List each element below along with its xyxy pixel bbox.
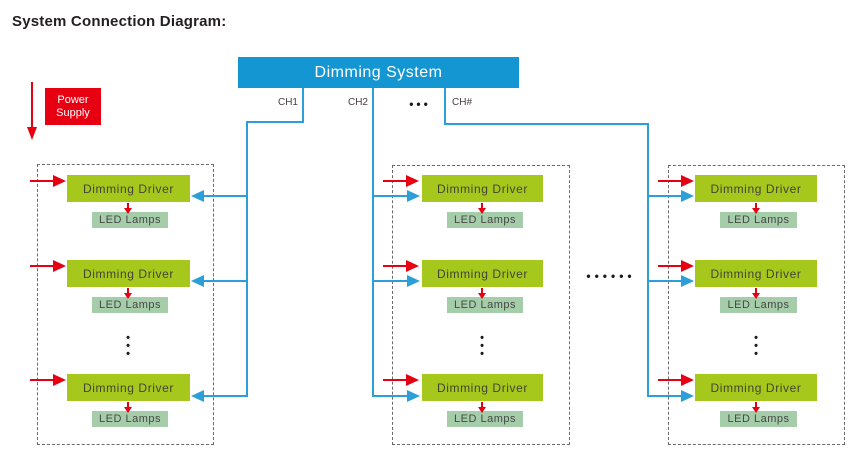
power-feed-line (383, 265, 407, 267)
power-feed-line (383, 379, 407, 381)
led-lamps-box: LED Lamps (720, 297, 797, 313)
dimming-driver-box: Dimming Driver (422, 175, 543, 202)
power-feed-arrow-icon (681, 260, 694, 272)
power-feed-arrow-icon (53, 374, 66, 386)
dimming-driver-box: Dimming Driver (422, 374, 543, 401)
driver-to-lamp-line (127, 402, 129, 408)
ch2-vertical-line (372, 88, 374, 397)
signal-arrow-icon (681, 390, 694, 402)
dimming-driver-box: Dimming Driver (695, 175, 817, 202)
down-arrow-icon (478, 293, 486, 299)
driver-to-lamp-line (755, 203, 757, 209)
signal-arrow-icon (191, 190, 204, 202)
ch1-stub-line (302, 88, 304, 123)
power-feed-line (658, 265, 682, 267)
page-title: System Connection Diagram: (12, 13, 227, 30)
ch1-horizontal-line (246, 121, 304, 123)
fixture-group-2 (392, 165, 570, 445)
vertical-ellipsis: • • • (480, 332, 484, 360)
vertical-ellipsis: • • • (126, 332, 130, 360)
channel-ellipsis: ••• (409, 97, 431, 111)
channel-label-chn: CH# (452, 97, 473, 108)
driver-to-lamp-line (127, 288, 129, 294)
power-supply-arrow-head-icon (27, 127, 37, 140)
led-lamps-box: LED Lamps (720, 411, 797, 427)
dimming-driver-box: Dimming Driver (422, 260, 543, 287)
dimming-driver-box: Dimming Driver (67, 260, 190, 287)
power-feed-arrow-icon (681, 175, 694, 187)
driver-to-lamp-line (481, 203, 483, 209)
dimming-system-box: Dimming System (238, 57, 519, 88)
power-supply-box: Power Supply (45, 88, 101, 125)
power-feed-arrow-icon (406, 374, 419, 386)
driver-to-lamp-line (755, 288, 757, 294)
signal-branch-line (649, 195, 682, 197)
down-arrow-icon (752, 407, 760, 413)
chn-horizontal-line (444, 123, 649, 125)
power-feed-arrow-icon (406, 175, 419, 187)
driver-to-lamp-line (481, 402, 483, 408)
dimming-driver-box: Dimming Driver (695, 260, 817, 287)
signal-arrow-icon (407, 275, 420, 287)
signal-branch-line (374, 395, 408, 397)
signal-arrow-icon (407, 190, 420, 202)
power-feed-line (30, 265, 54, 267)
power-feed-arrow-icon (53, 260, 66, 272)
signal-branch-line (204, 195, 248, 197)
dimming-driver-box: Dimming Driver (695, 374, 817, 401)
down-arrow-icon (752, 293, 760, 299)
driver-to-lamp-line (755, 402, 757, 408)
down-arrow-icon (124, 208, 132, 214)
fixture-group-1 (37, 164, 214, 445)
vertical-ellipsis: • • • (754, 332, 758, 360)
driver-to-lamp-line (481, 288, 483, 294)
down-arrow-icon (478, 407, 486, 413)
power-feed-arrow-icon (681, 374, 694, 386)
led-lamps-box: LED Lamps (447, 411, 523, 427)
led-lamps-box: LED Lamps (92, 297, 168, 313)
power-feed-line (383, 180, 407, 182)
signal-arrow-icon (407, 390, 420, 402)
led-lamps-box: LED Lamps (447, 297, 523, 313)
power-feed-arrow-icon (406, 260, 419, 272)
power-supply-arrow-line (31, 82, 33, 129)
led-lamps-box: LED Lamps (92, 212, 168, 228)
signal-branch-line (374, 280, 408, 282)
signal-arrow-icon (191, 275, 204, 287)
power-feed-arrow-icon (53, 175, 66, 187)
down-arrow-icon (478, 208, 486, 214)
signal-branch-line (374, 195, 408, 197)
channel-label-ch2: CH2 (347, 97, 368, 108)
led-lamps-box: LED Lamps (92, 411, 168, 427)
chn-stub-line (444, 88, 446, 125)
led-lamps-box: LED Lamps (720, 212, 797, 228)
down-arrow-icon (124, 293, 132, 299)
channel-label-ch1: CH1 (277, 97, 298, 108)
signal-arrow-icon (681, 275, 694, 287)
fixture-group-3 (668, 165, 845, 445)
power-feed-line (30, 180, 54, 182)
led-lamps-box: LED Lamps (447, 212, 523, 228)
dimming-driver-box: Dimming Driver (67, 175, 190, 202)
signal-branch-line (204, 395, 248, 397)
signal-arrow-icon (191, 390, 204, 402)
power-feed-line (30, 379, 54, 381)
power-feed-line (658, 379, 682, 381)
signal-branch-line (649, 280, 682, 282)
driver-to-lamp-line (127, 203, 129, 209)
group-separator-ellipsis: •••••• (586, 269, 636, 283)
down-arrow-icon (752, 208, 760, 214)
down-arrow-icon (124, 407, 132, 413)
chn-vertical-line (647, 123, 649, 397)
signal-arrow-icon (681, 190, 694, 202)
ch1-vertical-line (246, 121, 248, 397)
power-feed-line (658, 180, 682, 182)
signal-branch-line (649, 395, 682, 397)
signal-branch-line (204, 280, 248, 282)
dimming-driver-box: Dimming Driver (67, 374, 190, 401)
